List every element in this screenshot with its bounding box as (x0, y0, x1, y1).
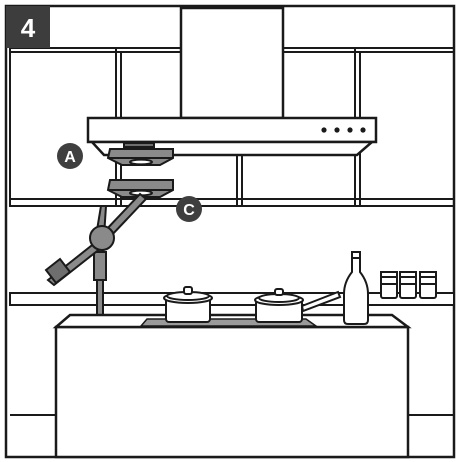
device-c (106, 179, 174, 198)
callout-a-label: A (64, 149, 76, 166)
step-number: 4 (21, 13, 36, 43)
hood-chimney (179, 6, 285, 120)
spice-jars (380, 271, 437, 299)
step-badge: 4 (6, 6, 50, 48)
callout-a: A (57, 143, 83, 169)
counter-island (52, 313, 412, 459)
bottle (343, 251, 369, 325)
saucepan (254, 288, 342, 323)
device-a (106, 142, 174, 166)
pot (163, 286, 213, 323)
callout-c-label: C (183, 202, 195, 219)
hood-control-dots (321, 127, 366, 133)
callout-c: C (176, 196, 202, 222)
